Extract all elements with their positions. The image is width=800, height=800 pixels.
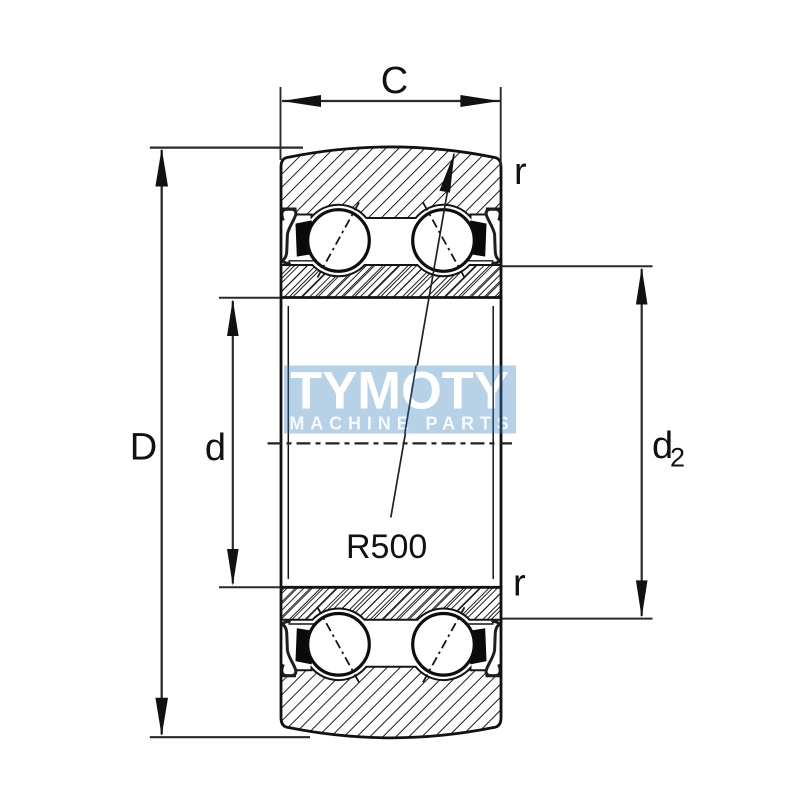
svg-text:R500: R500 [346, 528, 427, 566]
svg-text:r: r [514, 151, 527, 193]
svg-text:d: d [205, 427, 226, 469]
svg-text:TYMOTY: TYMOTY [290, 362, 509, 421]
svg-text:d: d [652, 425, 673, 467]
svg-text:D: D [130, 427, 157, 469]
svg-text:C: C [381, 60, 408, 102]
svg-text:2: 2 [670, 443, 685, 473]
svg-text:r: r [513, 562, 526, 604]
svg-text:MACHINE PARTS: MACHINE PARTS [289, 414, 514, 434]
